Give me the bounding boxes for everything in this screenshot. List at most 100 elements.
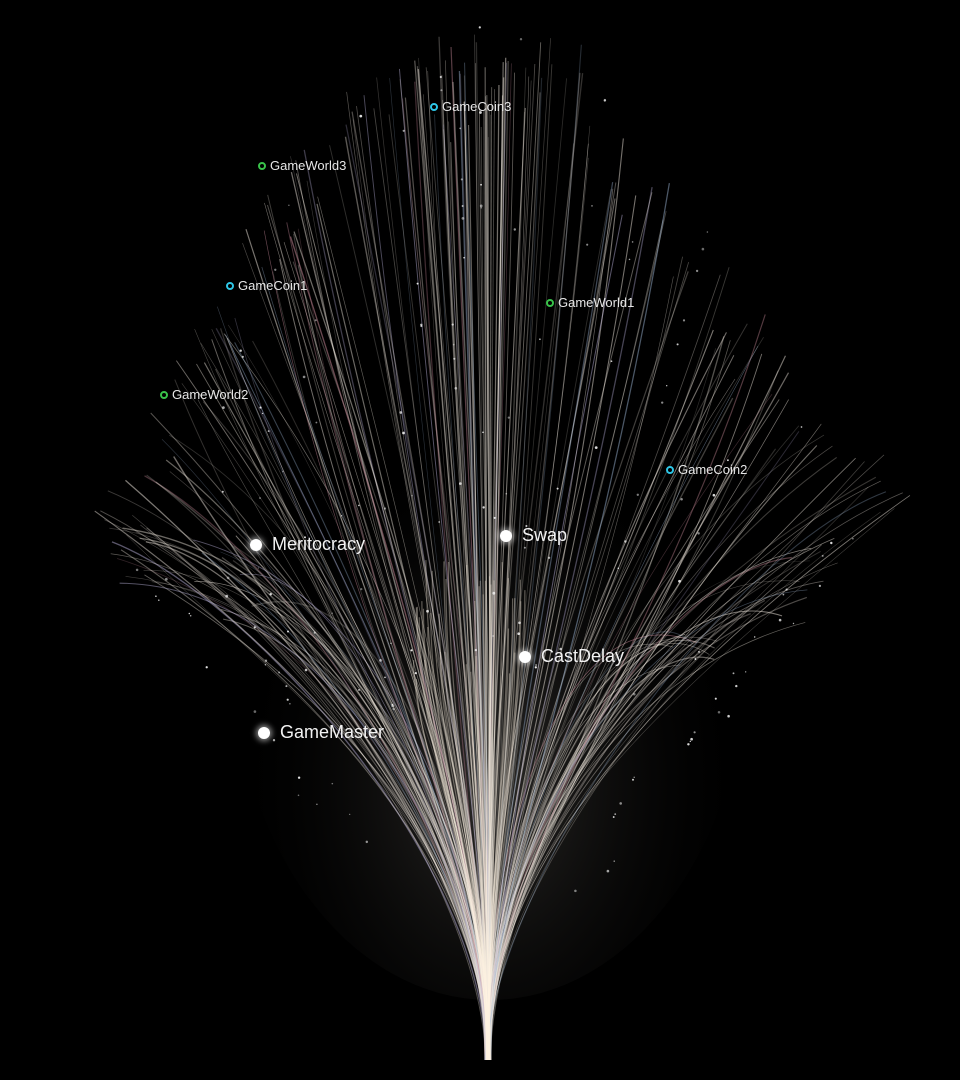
particle-dot	[259, 497, 261, 499]
flow-line	[215, 368, 488, 1061]
particle-dot	[676, 343, 679, 346]
flow-line	[194, 581, 492, 1061]
flow-line	[488, 353, 763, 1061]
flow-line	[489, 111, 525, 1061]
particle-dot	[411, 494, 413, 497]
flow-line-core	[478, 586, 491, 1061]
particle-dot	[264, 659, 268, 662]
flow-line	[485, 143, 574, 1061]
flow-line	[487, 77, 543, 1061]
flow-line-core	[488, 579, 521, 1061]
node-swap[interactable]: Swap	[500, 525, 567, 546]
particle-dot	[285, 685, 288, 688]
particle-dot	[225, 594, 229, 598]
flow-line	[489, 610, 783, 1061]
flow-line	[474, 34, 491, 1061]
particle-dot	[360, 587, 363, 591]
particle-dot	[574, 889, 577, 893]
particle-dot	[281, 470, 284, 473]
particle-dot	[287, 630, 289, 633]
node-gamecoin2[interactable]: GameCoin2	[666, 462, 747, 477]
flow-line	[197, 399, 491, 1061]
node-gamemaster[interactable]: GameMaster	[258, 722, 384, 743]
node-gamecoin1[interactable]: GameCoin1	[226, 278, 307, 293]
particle-dot	[525, 524, 528, 528]
flow-line	[173, 456, 490, 1061]
flow-line-core	[439, 652, 490, 1061]
particle-dot	[164, 577, 168, 581]
particle-dot	[302, 375, 306, 379]
node-gameworld3[interactable]: GameWorld3	[258, 158, 346, 173]
flow-line-core	[412, 659, 488, 1061]
flow-line	[290, 171, 486, 1061]
particle-dot	[188, 612, 191, 615]
node-meritocracy[interactable]: Meritocracy	[250, 534, 365, 555]
particle-dot	[479, 204, 483, 208]
flow-line	[111, 541, 487, 1061]
flow-line	[151, 581, 491, 1061]
particle-dot	[821, 554, 824, 557]
flow-line	[486, 378, 736, 1061]
particle-dot	[493, 516, 496, 519]
flow-line	[306, 180, 491, 1061]
flow-line	[211, 339, 487, 1061]
particle-dot	[695, 269, 699, 273]
flow-line	[487, 314, 766, 1061]
particle-dot	[451, 323, 454, 326]
flow-line	[443, 129, 488, 1061]
flow-line	[143, 570, 491, 1061]
node-gameworld1[interactable]: GameWorld1	[546, 295, 634, 310]
particle-dot	[690, 737, 693, 741]
flow-line-core	[425, 560, 488, 1061]
flow-line	[486, 62, 507, 1061]
flow-line	[489, 195, 637, 1061]
particle-dot	[624, 540, 627, 543]
particle-dot	[682, 319, 686, 322]
node-label: GameWorld2	[172, 387, 249, 402]
flow-line	[487, 114, 493, 1061]
flow-line	[373, 108, 486, 1061]
flow-line	[486, 95, 494, 1061]
flow-line	[489, 157, 589, 1061]
particle-dot	[331, 782, 334, 785]
flow-line	[486, 664, 681, 1061]
flow-line	[485, 639, 715, 1061]
flow-line	[174, 379, 491, 1061]
particle-dot	[591, 205, 593, 207]
particle-dot	[410, 649, 413, 652]
particle-dot	[628, 258, 631, 261]
flow-line-core	[487, 601, 522, 1061]
flow-line-core	[445, 578, 490, 1061]
node-label: GameCoin2	[678, 462, 748, 477]
particle-dot	[714, 697, 717, 700]
flow-line-core	[486, 628, 510, 1061]
node-castdelay[interactable]: CastDelay	[519, 646, 624, 667]
particle-dot	[288, 204, 290, 206]
node-gameworld2[interactable]: GameWorld2	[160, 387, 248, 402]
node-label: GameWorld1	[558, 295, 635, 310]
particle-dot	[612, 816, 615, 818]
node-marker-icon	[160, 390, 168, 399]
particle-dot	[701, 247, 705, 251]
flow-line	[490, 580, 800, 1061]
particle-dot	[365, 840, 369, 844]
particle-dot	[633, 693, 636, 696]
flow-line	[489, 397, 734, 1061]
particle-dots	[135, 26, 854, 893]
particle-dot	[289, 702, 291, 705]
particle-dot	[482, 506, 485, 509]
particle-dot	[241, 355, 244, 358]
flow-line	[219, 328, 489, 1061]
particle-dot	[697, 650, 701, 653]
particle-dot	[518, 621, 521, 625]
particle-dot	[632, 778, 634, 781]
flow-line	[485, 634, 697, 1061]
particle-dot	[513, 228, 516, 231]
flow-line	[261, 266, 490, 1061]
flow-line	[488, 211, 667, 1061]
flow-line	[119, 582, 487, 1061]
node-gamecoin3[interactable]: GameCoin3	[430, 99, 511, 114]
flow-line	[109, 527, 487, 1061]
flow-line	[293, 233, 488, 1061]
particle-dot	[678, 579, 681, 583]
